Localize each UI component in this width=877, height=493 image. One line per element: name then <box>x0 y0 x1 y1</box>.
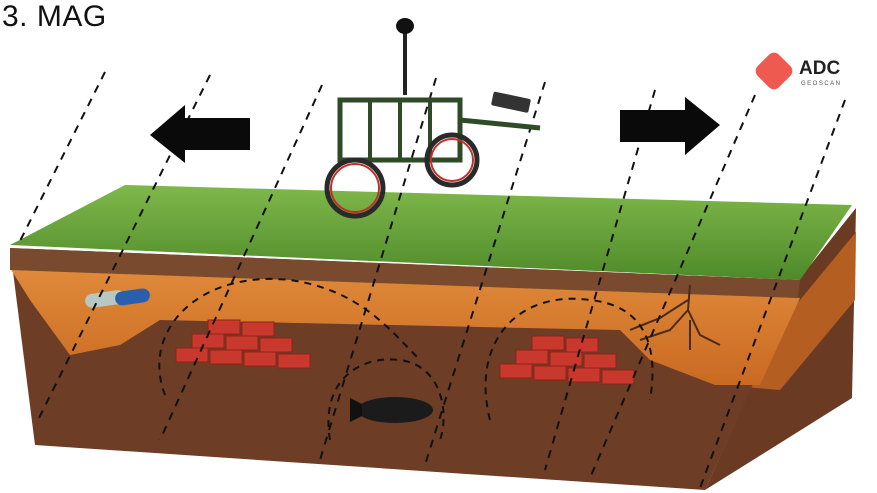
detection-zone-left <box>158 277 421 396</box>
survey-lines <box>17 71 846 489</box>
topsoil-layer <box>10 248 800 298</box>
grass-surface <box>10 185 852 280</box>
arrow-left-icon <box>150 105 250 163</box>
adc-geoscan-logo: ADC GEOSCAN <box>752 49 847 96</box>
magnetometer-cart <box>324 18 541 219</box>
brick-wall-right <box>499 335 635 385</box>
arrow-right-icon <box>620 97 720 155</box>
logo-name: ADC <box>799 58 841 79</box>
detection-zone-bomb <box>327 358 445 441</box>
brick-wall-left <box>175 319 311 369</box>
logo-subtitle: GEOSCAN <box>801 81 842 87</box>
logo-icon <box>752 49 796 93</box>
detection-zone-right <box>484 297 654 421</box>
soil-orange-layer <box>10 268 800 385</box>
buried-bomb <box>350 397 433 423</box>
page-title: 3. MAG <box>2 0 107 33</box>
